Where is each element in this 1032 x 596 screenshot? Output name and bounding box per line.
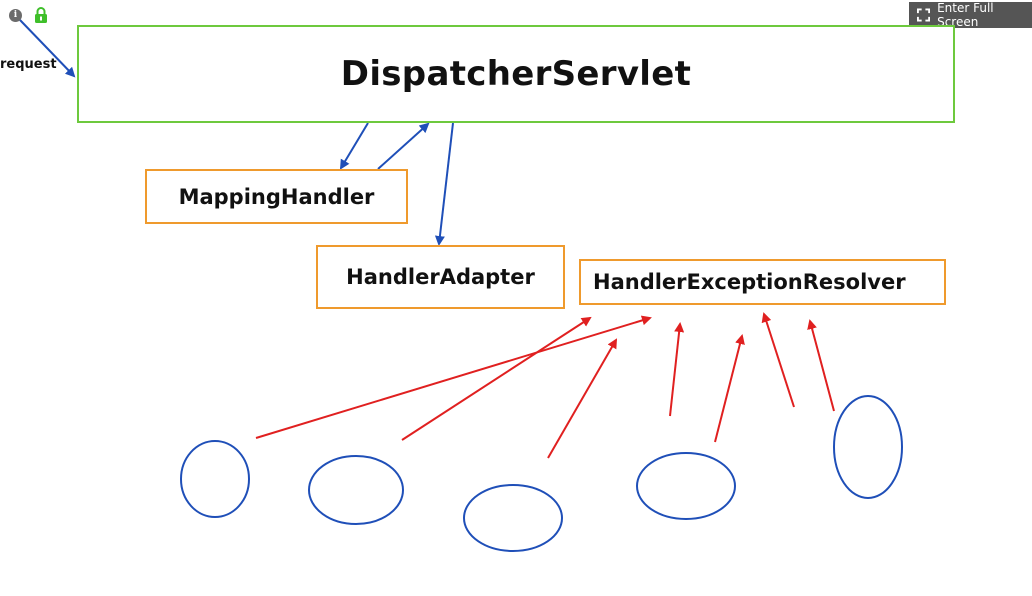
dispatcher-to-adapter-arrow (434, 122, 454, 246)
resolver-arrow-5 (714, 334, 745, 443)
resolver-arrow-2 (401, 316, 592, 441)
handler-exception-resolver-box: HandlerExceptionResolver (579, 259, 946, 305)
request-arrow (19, 19, 76, 78)
dispatcher-servlet-box: DispatcherServlet (77, 25, 955, 123)
resolver-arrow-1 (255, 315, 652, 439)
mapping-to-dispatcher-arrow (377, 122, 430, 170)
info-icon[interactable]: i (9, 8, 22, 22)
handler-adapter-label: HandlerAdapter (346, 265, 535, 289)
ellipse-2 (308, 455, 404, 525)
resolver-arrow-3 (547, 338, 617, 459)
request-label: request (0, 57, 57, 72)
fullscreen-icon (917, 8, 931, 22)
dispatcher-to-mapping-arrow (339, 122, 369, 170)
enter-full-screen-button[interactable]: Enter Full Screen (909, 1, 1032, 29)
resolver-arrow-4 (669, 322, 685, 417)
ellipse-5 (833, 395, 903, 499)
toolbar-icons: i (9, 7, 48, 23)
resolver-arrow-7 (807, 319, 835, 412)
ellipse-1 (180, 440, 250, 518)
resolver-arrow-6 (761, 312, 795, 408)
handler-adapter-box: HandlerAdapter (316, 245, 565, 309)
lock-icon[interactable] (34, 7, 48, 23)
handler-exception-resolver-label: HandlerExceptionResolver (593, 270, 906, 294)
dispatcher-servlet-label: DispatcherServlet (340, 54, 692, 94)
ellipse-3 (463, 484, 563, 552)
mapping-handler-box: MappingHandler (145, 169, 408, 224)
mapping-handler-label: MappingHandler (178, 184, 375, 209)
ellipse-4 (636, 452, 736, 520)
